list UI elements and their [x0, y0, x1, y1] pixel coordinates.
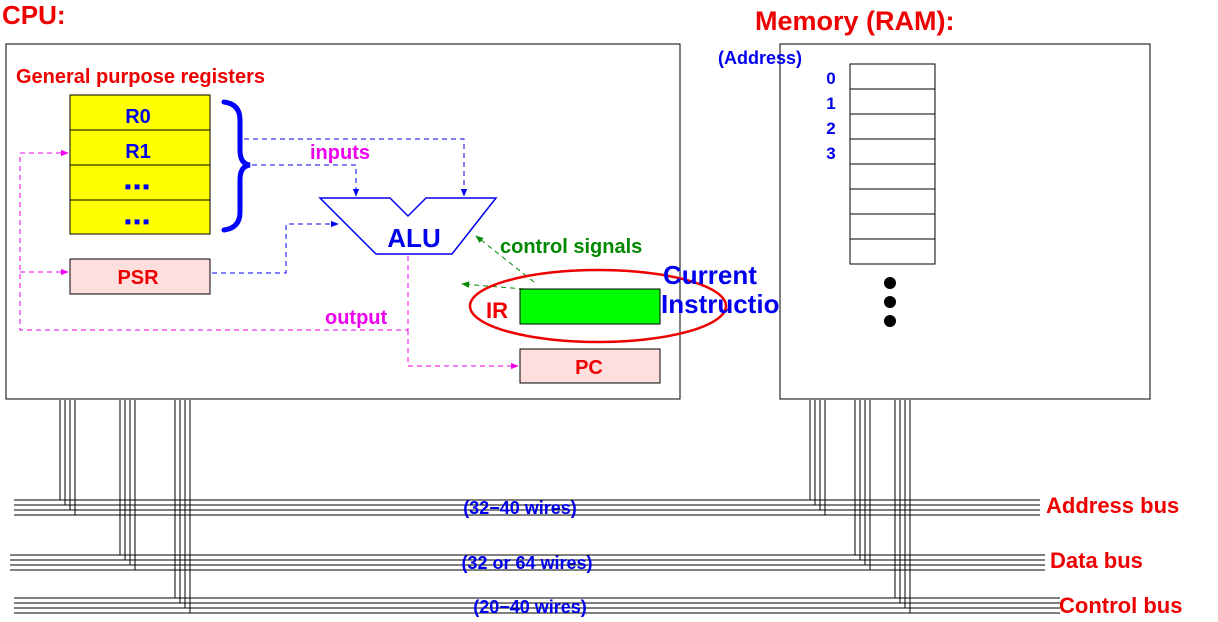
- control-bus-label: Control bus: [1059, 593, 1182, 618]
- register-r2: [69, 164, 211, 201]
- register-label: R0: [125, 106, 151, 128]
- continuation-dot: [884, 277, 896, 289]
- memory-title: Memory (RAM):: [755, 6, 955, 36]
- data-bus-label: Data bus: [1050, 548, 1143, 573]
- pc-label: PC: [575, 357, 603, 379]
- alu-input-arrows: [212, 138, 468, 274]
- memory-cell: [849, 88, 936, 115]
- psr-label: PSR: [117, 267, 159, 289]
- memory-bus-connectors: [809, 400, 911, 613]
- data-bus-wires: [10, 554, 1045, 571]
- control-bus-wires: [14, 597, 1060, 614]
- alu-label: ALU: [387, 223, 440, 253]
- address-label: 0: [826, 69, 835, 88]
- continuation-dots: [884, 277, 896, 327]
- register-r1: [69, 129, 211, 166]
- register-brace: [221, 99, 251, 233]
- alu-output-arrows: [19, 149, 519, 370]
- ir-label: IR: [486, 298, 508, 323]
- register-label: ▪▪▪: [124, 211, 151, 233]
- program-counter: [519, 348, 661, 384]
- data-bus-wire-count: (32 or 64 wires): [461, 553, 592, 573]
- register-r3: [69, 199, 211, 235]
- continuation-dot: [884, 296, 896, 308]
- memory-cell: [849, 188, 936, 215]
- memory-cell: [849, 63, 936, 90]
- current-instruction-label: Current: [663, 260, 757, 290]
- memory-cell: [849, 163, 936, 190]
- address-bus-label: Address bus: [1046, 493, 1179, 518]
- register-label: R1: [125, 141, 151, 163]
- cpu-bus-connectors: [59, 400, 191, 613]
- register-r0: [69, 94, 211, 131]
- ir-highlight-ellipse: [468, 268, 728, 344]
- output-label: output: [325, 307, 388, 329]
- memory-cell: [849, 113, 936, 140]
- control-bus-wire-count: (20−40 wires): [473, 597, 587, 617]
- memory-box: [779, 43, 1151, 400]
- cpu-title: CPU:: [2, 0, 66, 30]
- register-label: ▪▪▪: [124, 176, 151, 198]
- instruction-register: [519, 288, 661, 325]
- alu-shape: [318, 197, 498, 255]
- current-instruction-label: Instruction: [661, 289, 795, 319]
- register-file: R0 R1 ▪▪▪ ▪▪▪: [69, 94, 211, 235]
- address-bus-wire-count: (32−40 wires): [463, 498, 577, 518]
- memory-cell: [849, 238, 936, 265]
- psr-register: [69, 258, 211, 295]
- continuation-dot: [884, 315, 896, 327]
- registers-heading: General purpose registers: [16, 66, 265, 88]
- memory-cell: [849, 138, 936, 165]
- address-heading: (Address): [718, 48, 802, 68]
- control-signals-label: control signals: [500, 236, 642, 258]
- address-label: 3: [826, 144, 835, 163]
- address-label: 1: [826, 94, 835, 113]
- memory-cells: [849, 63, 936, 265]
- memory-cell: [849, 213, 936, 240]
- inputs-label: inputs: [310, 142, 370, 164]
- address-label: 2: [826, 119, 835, 138]
